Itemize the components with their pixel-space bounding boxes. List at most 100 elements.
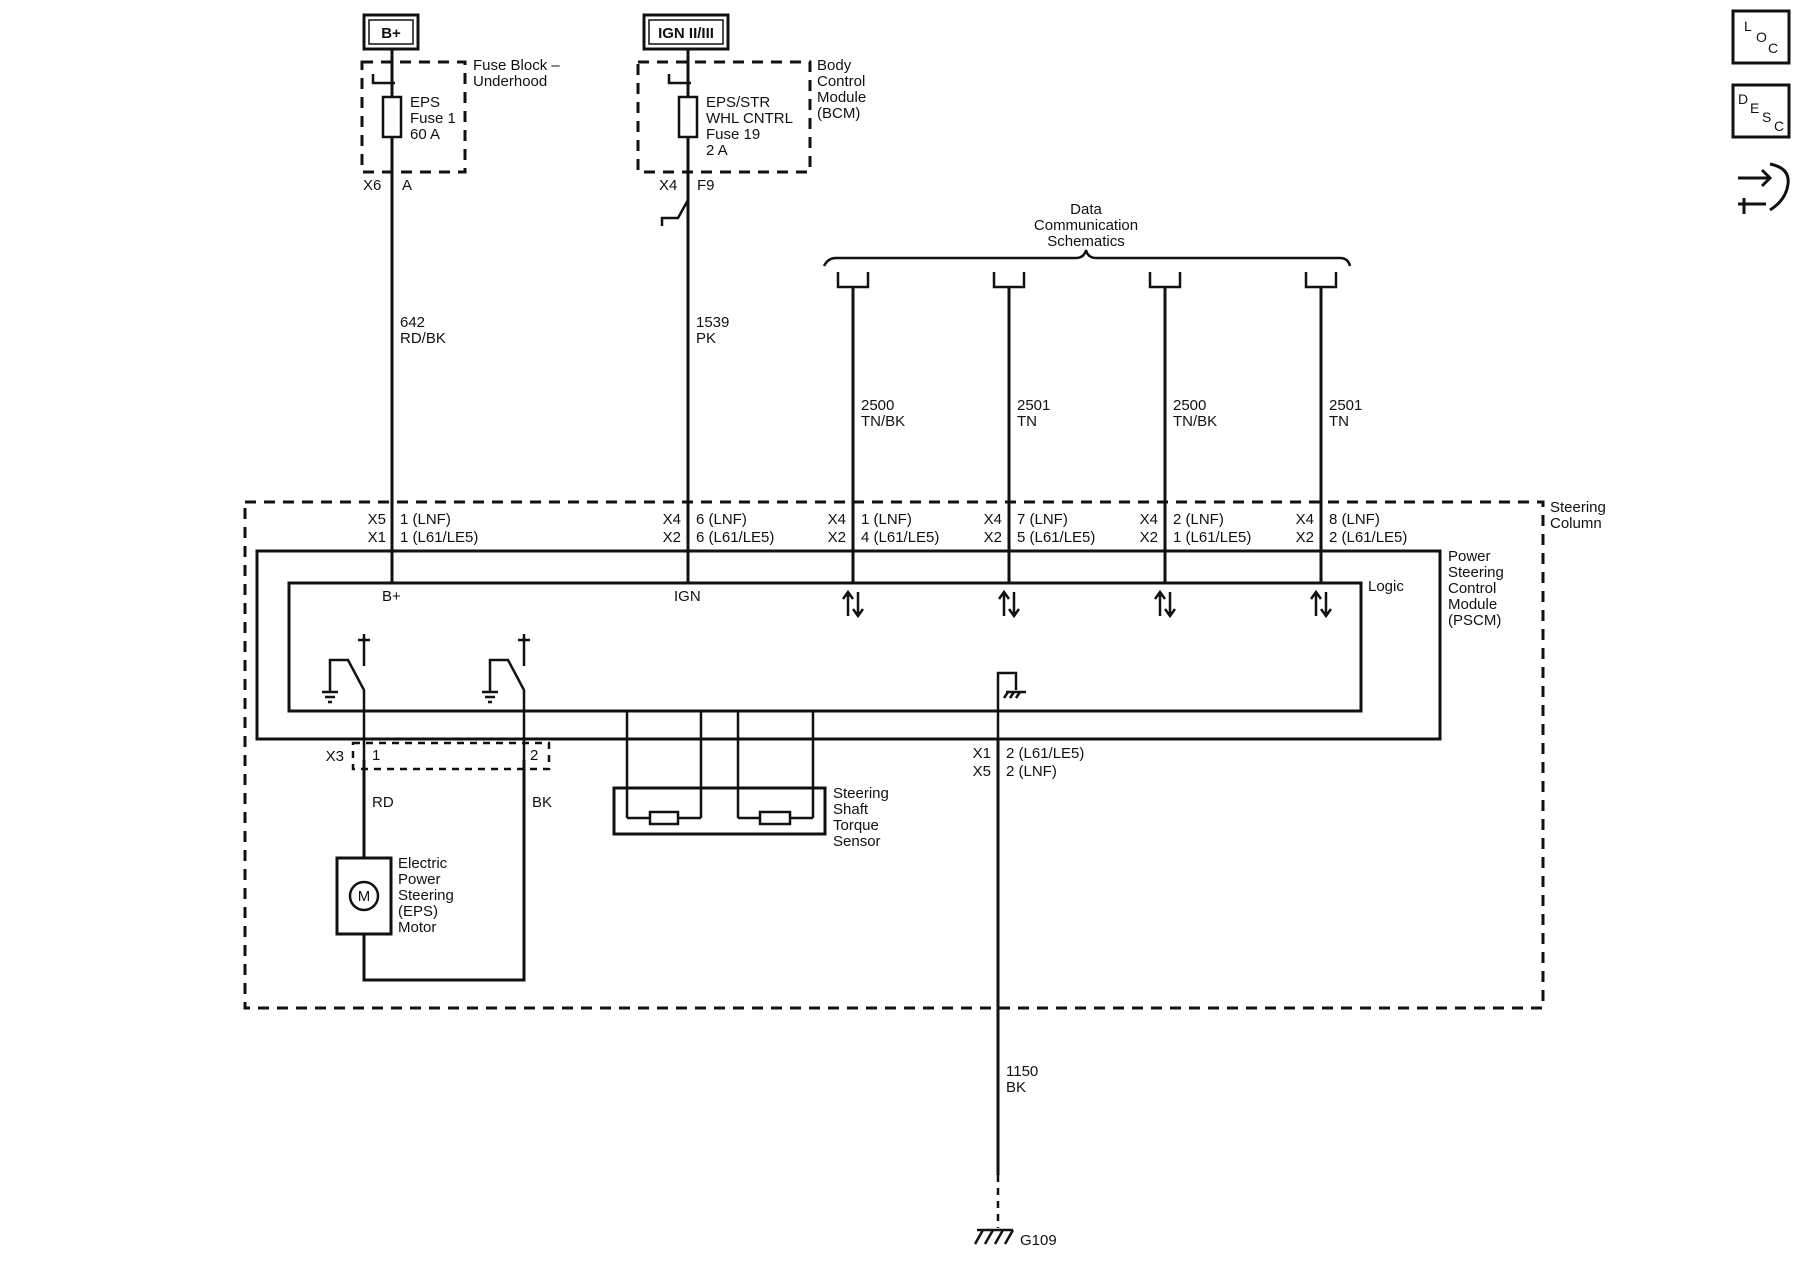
motor-label-3: Steering: [398, 887, 454, 904]
bidirectional-arrow-icon: [1153, 589, 1177, 619]
svg-text:X2: X2: [984, 529, 1002, 546]
steering-column-label-1: Steering: [1550, 499, 1606, 516]
svg-text:X4: X4: [1296, 511, 1314, 528]
motor-connector-x3: X3 1 2: [326, 741, 551, 771]
wire-bk-label: BK: [532, 794, 552, 811]
gnd-conn-2: X5: [973, 763, 991, 780]
bcm-title-1: Body: [817, 57, 852, 74]
pscm-label-5: (PSCM): [1448, 612, 1501, 629]
wire-642-color: RD/BK: [400, 330, 446, 347]
svg-text:E: E: [1750, 100, 1759, 116]
svg-text:C: C: [1774, 118, 1784, 134]
str-whl-fuse-icon: [677, 95, 699, 139]
wire-1539-color: PK: [696, 330, 716, 347]
gnd-conn-1: X1: [973, 745, 991, 762]
eps-fuse-line-1: EPS: [410, 94, 440, 111]
svg-text:S: S: [1762, 109, 1771, 125]
fuse-block-title-2: Underhood: [473, 73, 547, 90]
svg-text:1 (L61/LE5): 1 (L61/LE5): [1173, 529, 1251, 546]
connector-icon[interactable]: [1738, 162, 1790, 214]
svg-text:X4: X4: [828, 511, 846, 528]
svg-text:X4: X4: [663, 511, 681, 528]
svg-text:X4: X4: [984, 511, 1002, 528]
svg-text:X2: X2: [1140, 529, 1158, 546]
fuse-block-underhood: Fuse Block – Underhood EPS Fuse 1 60 A X…: [360, 49, 560, 194]
wire-2500a-number: 2500: [861, 397, 894, 414]
fuse-block-connector: X6: [363, 177, 381, 194]
torque-sensor: Steering Shaft Torque Sensor: [612, 711, 889, 850]
ign-source: IGN II/III: [642, 13, 730, 51]
logic-box: [287, 581, 1363, 713]
body-control-module: Body Control Module (BCM) EPS/STR WHL CN…: [636, 49, 866, 226]
data-communication-bracket: Data Communication Schematics: [822, 201, 1352, 289]
x3-pin-2: 2: [530, 747, 538, 764]
pscm-label-3: Control: [1448, 580, 1496, 597]
gnd-pin-2: 2 (LNF): [1006, 763, 1057, 780]
bcm-fuse-line-2: WHL CNTRL: [706, 110, 793, 127]
bcm-pin: F9: [697, 177, 715, 194]
location-icon[interactable]: L O C: [1731, 9, 1791, 65]
wire-2501b-color: TN: [1329, 413, 1349, 430]
svg-text:X4: X4: [1140, 511, 1158, 528]
svg-text:X2: X2: [828, 529, 846, 546]
svg-text:X1: X1: [368, 529, 386, 546]
svg-text:X5: X5: [368, 511, 386, 528]
ground-label: G109: [1020, 1232, 1057, 1249]
fuse-block-title-1: Fuse Block –: [473, 57, 560, 74]
eps-fuse-line-3: 60 A: [410, 126, 440, 143]
svg-text:6 (LNF): 6 (LNF): [696, 511, 747, 528]
data-comm-line-3: Schematics: [1047, 233, 1125, 250]
torque-sensor-label-2: Shaft: [833, 801, 869, 818]
pscm-outer-box: [255, 549, 1442, 741]
ground-icon: [973, 1228, 1015, 1245]
gnd-pin-1: 2 (L61/LE5): [1006, 745, 1084, 762]
svg-text:X2: X2: [1296, 529, 1314, 546]
internal-ground-icon: [996, 671, 1026, 740]
bidirectional-arrow-icons: [841, 589, 1333, 619]
svg-text:1 (LNF): 1 (LNF): [861, 511, 912, 528]
pscm-label-1: Power: [1448, 548, 1491, 565]
motor-driver-switch-2-icon: [482, 634, 530, 760]
fuse-block-pin: A: [402, 177, 412, 194]
svg-text:6 (L61/LE5): 6 (L61/LE5): [696, 529, 774, 546]
svg-text:1 (LNF): 1 (LNF): [400, 511, 451, 528]
logic-label: Logic: [1368, 578, 1404, 595]
motor-driver-switch-1-icon: [322, 634, 370, 760]
svg-text:4 (L61/LE5): 4 (L61/LE5): [861, 529, 939, 546]
wire-2501a-number: 2501: [1017, 397, 1050, 414]
wire-2500b-color: TN/BK: [1173, 413, 1217, 430]
torque-sensor-label-4: Sensor: [833, 833, 881, 850]
description-icon[interactable]: D E S C: [1731, 83, 1791, 139]
bcm-title-3: Module: [817, 89, 866, 106]
bcm-fuse-line-4: 2 A: [706, 142, 728, 159]
bplus-pin-name: B+: [382, 588, 401, 605]
bidirectional-arrow-icon: [997, 589, 1021, 619]
svg-text:2 (L61/LE5): 2 (L61/LE5): [1329, 529, 1407, 546]
bplus-source: B+: [362, 13, 420, 51]
svg-text:1 (L61/LE5): 1 (L61/LE5): [400, 529, 478, 546]
svg-text:8 (LNF): 8 (LNF): [1329, 511, 1380, 528]
motor-label-1: Electric: [398, 855, 448, 872]
pscm-label-2: Steering: [1448, 564, 1504, 581]
bcm-fuse-line-3: Fuse 19: [706, 126, 760, 143]
motor-symbol: M: [358, 888, 371, 905]
bcm-connector: X4: [659, 177, 677, 194]
bplus-label: B+: [381, 25, 401, 42]
wire-1539-number: 1539: [696, 314, 729, 331]
x3-pin-1: 1: [372, 747, 380, 764]
bidirectional-arrow-icon: [1309, 589, 1333, 619]
svg-text:O: O: [1756, 29, 1767, 45]
x3-connector: X3: [326, 748, 344, 765]
motor-label-4: (EPS): [398, 903, 438, 920]
svg-text:5 (L61/LE5): 5 (L61/LE5): [1017, 529, 1095, 546]
bcm-title-4: (BCM): [817, 105, 860, 122]
motor-label-2: Power: [398, 871, 441, 888]
wire-2501b-number: 2501: [1329, 397, 1362, 414]
wire-1150-number: 1150: [1006, 1063, 1038, 1080]
svg-text:X2: X2: [663, 529, 681, 546]
steering-column-boundary: [243, 500, 1545, 1010]
svg-text:2 (LNF): 2 (LNF): [1173, 511, 1224, 528]
wire-rd-label: RD: [372, 794, 394, 811]
wire-1150-color: BK: [1006, 1079, 1026, 1096]
ign-label: IGN II/III: [658, 25, 714, 42]
